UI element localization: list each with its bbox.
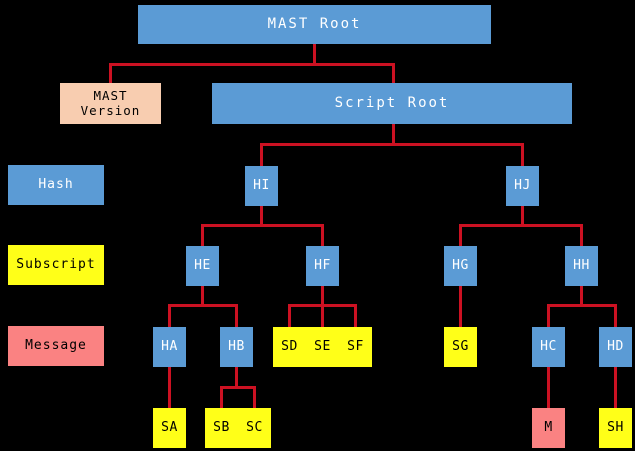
- edge-to-sa: [168, 366, 171, 410]
- edge-to-script-root: [392, 63, 395, 85]
- edge-to-sc: [253, 386, 256, 410]
- edge-to-hd: [614, 304, 617, 329]
- node-sa[interactable]: SA: [153, 408, 186, 448]
- edge-to-sb: [220, 386, 223, 410]
- node-sb[interactable]: SB: [205, 408, 238, 448]
- node-hb[interactable]: HB: [220, 327, 253, 367]
- node-se[interactable]: SE: [306, 327, 339, 367]
- node-sg[interactable]: SG: [444, 327, 477, 367]
- edge-to-sd: [288, 304, 291, 329]
- edge-hb-trunk: [235, 366, 238, 388]
- node-hf[interactable]: HF: [306, 246, 339, 286]
- edge-to-se: [321, 304, 324, 329]
- node-mast-root[interactable]: MAST Root: [138, 5, 491, 44]
- node-hg[interactable]: HG: [444, 246, 477, 286]
- edge-to-sf: [354, 304, 357, 329]
- edge-to-sh: [614, 366, 617, 410]
- edge-to-m: [547, 366, 550, 410]
- edge-mast-root-bar: [109, 63, 395, 66]
- edge-hb-bar: [220, 386, 256, 389]
- edge-to-mast-version: [109, 63, 112, 85]
- edge-to-hf: [321, 224, 324, 248]
- edge-he-bar: [168, 304, 238, 307]
- node-sh[interactable]: SH: [599, 408, 632, 448]
- node-hj[interactable]: HJ: [506, 166, 539, 206]
- edge-mast-root-trunk: [313, 43, 316, 65]
- edge-hj-trunk: [521, 205, 524, 227]
- edge-to-hc: [547, 304, 550, 329]
- edge-to-hb: [235, 304, 238, 329]
- node-hi[interactable]: HI: [245, 166, 278, 206]
- edge-script-root-trunk: [392, 124, 395, 146]
- edge-hf-trunk: [321, 285, 324, 307]
- node-sf[interactable]: SF: [339, 327, 372, 367]
- legend-message: Message: [8, 326, 104, 366]
- edge-to-he: [201, 224, 204, 248]
- legend-subscript: Subscript: [8, 245, 104, 285]
- edge-to-hh: [580, 224, 583, 248]
- edge-to-hi: [260, 143, 263, 168]
- node-ha[interactable]: HA: [153, 327, 186, 367]
- edge-hi-bar: [201, 224, 323, 227]
- edge-to-hg: [459, 224, 462, 248]
- node-mast-version[interactable]: MAST Version: [60, 83, 161, 124]
- node-script-root[interactable]: Script Root: [212, 83, 572, 124]
- edge-to-ha: [168, 304, 171, 329]
- edge-to-hj: [521, 143, 524, 168]
- edge-hh-bar: [547, 304, 617, 307]
- edge-hi-trunk: [260, 205, 263, 227]
- node-m[interactable]: M: [532, 408, 565, 448]
- edge-to-sg: [459, 285, 462, 329]
- edge-he-trunk: [201, 285, 204, 307]
- node-hd[interactable]: HD: [599, 327, 632, 367]
- edge-hh-trunk: [580, 285, 583, 307]
- legend-hash: Hash: [8, 165, 104, 205]
- node-hc[interactable]: HC: [532, 327, 565, 367]
- node-sc[interactable]: SC: [238, 408, 271, 448]
- node-he[interactable]: HE: [186, 246, 219, 286]
- edge-script-root-bar: [260, 143, 524, 146]
- edge-hj-bar: [459, 224, 583, 227]
- node-sd[interactable]: SD: [273, 327, 306, 367]
- node-hh[interactable]: HH: [565, 246, 598, 286]
